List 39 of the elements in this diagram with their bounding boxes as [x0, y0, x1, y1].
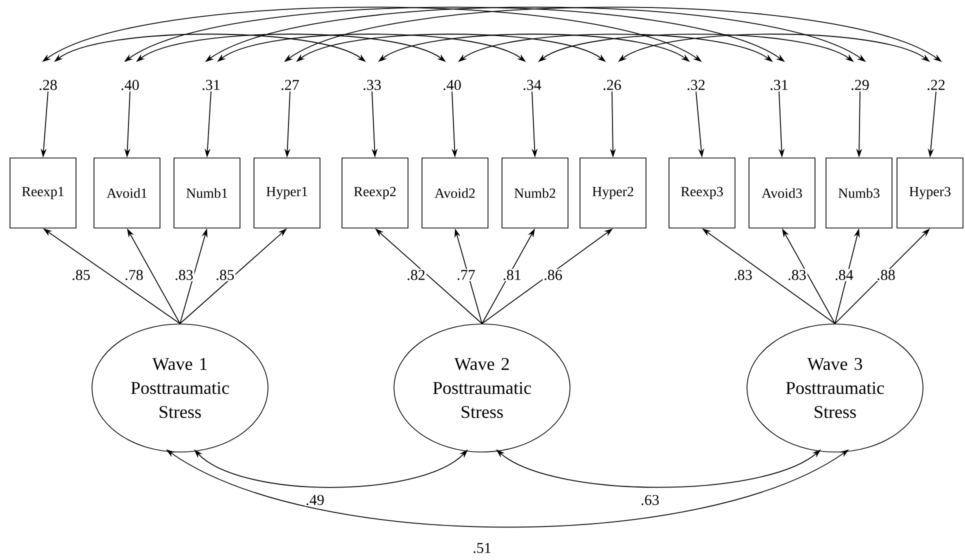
- edge-label: .49: [304, 494, 326, 506]
- error-variance: .34: [524, 80, 542, 90]
- edge-label: .85: [70, 268, 92, 282]
- error-variance: .29: [852, 80, 869, 90]
- indicator-box: Avoid1: [94, 158, 160, 228]
- edge-label: .77: [456, 269, 476, 282]
- indicator-box: Reexp1: [10, 158, 76, 228]
- indicator-box: Avoid2: [422, 158, 488, 228]
- edge-label: .63: [640, 494, 660, 506]
- indicator-box: Hyper2: [580, 158, 646, 228]
- edge-label: .86: [542, 268, 564, 282]
- error-variance: .22: [928, 80, 945, 90]
- indicator-box: Numb1: [174, 158, 240, 228]
- error-variance: .40: [444, 80, 461, 90]
- edge-label: .83: [786, 268, 808, 282]
- error-variance: .27: [282, 80, 299, 90]
- edge-label: .81: [502, 268, 522, 282]
- edge-label: .51: [472, 542, 492, 554]
- edge-label: .83: [732, 268, 754, 282]
- indicator-box: Avoid3: [748, 158, 816, 228]
- error-variance: .26: [604, 80, 621, 90]
- edge-label: .82: [406, 268, 426, 282]
- edge-label: .84: [834, 268, 854, 282]
- indicator-box: Hyper3: [896, 158, 964, 228]
- indicator-box: Numb2: [502, 158, 568, 228]
- error-variance: .31: [770, 80, 788, 90]
- error-variance: .32: [688, 80, 705, 90]
- indicator-box: Hyper1: [254, 158, 320, 228]
- error-variance: .33: [364, 80, 381, 90]
- indicator-box: Numb3: [826, 158, 892, 228]
- indicator-box: Reexp3: [668, 158, 736, 228]
- indicator-box: Reexp2: [342, 158, 408, 228]
- edge-label: .85: [214, 268, 236, 282]
- error-variance: .28: [40, 80, 57, 90]
- error-variance: .31: [202, 80, 220, 90]
- error-variance: .40: [122, 80, 139, 90]
- edge-label: .83: [174, 268, 194, 282]
- edge-label: .78: [124, 268, 144, 282]
- edge-label: .88: [876, 268, 896, 282]
